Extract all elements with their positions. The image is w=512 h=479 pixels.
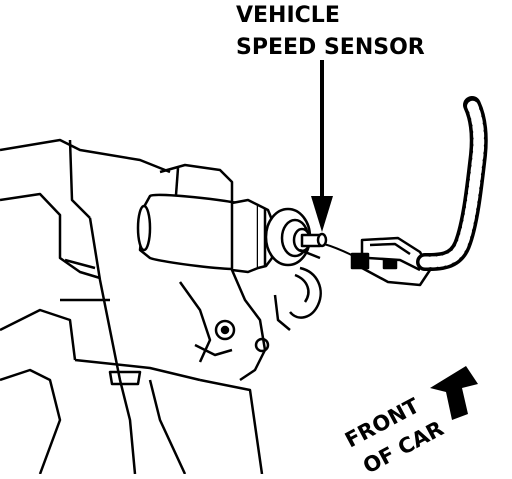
callout-label-line1: VEHICLE xyxy=(236,3,340,28)
wiring-harness xyxy=(416,96,488,271)
speed-sensor xyxy=(136,193,328,274)
wire-connector xyxy=(350,236,432,287)
transmission-housing xyxy=(0,138,322,475)
arrow-down-icon xyxy=(311,60,333,232)
arrow-up-right-icon xyxy=(430,366,478,420)
callout-label-line2: SPEED SENSOR xyxy=(236,35,425,60)
